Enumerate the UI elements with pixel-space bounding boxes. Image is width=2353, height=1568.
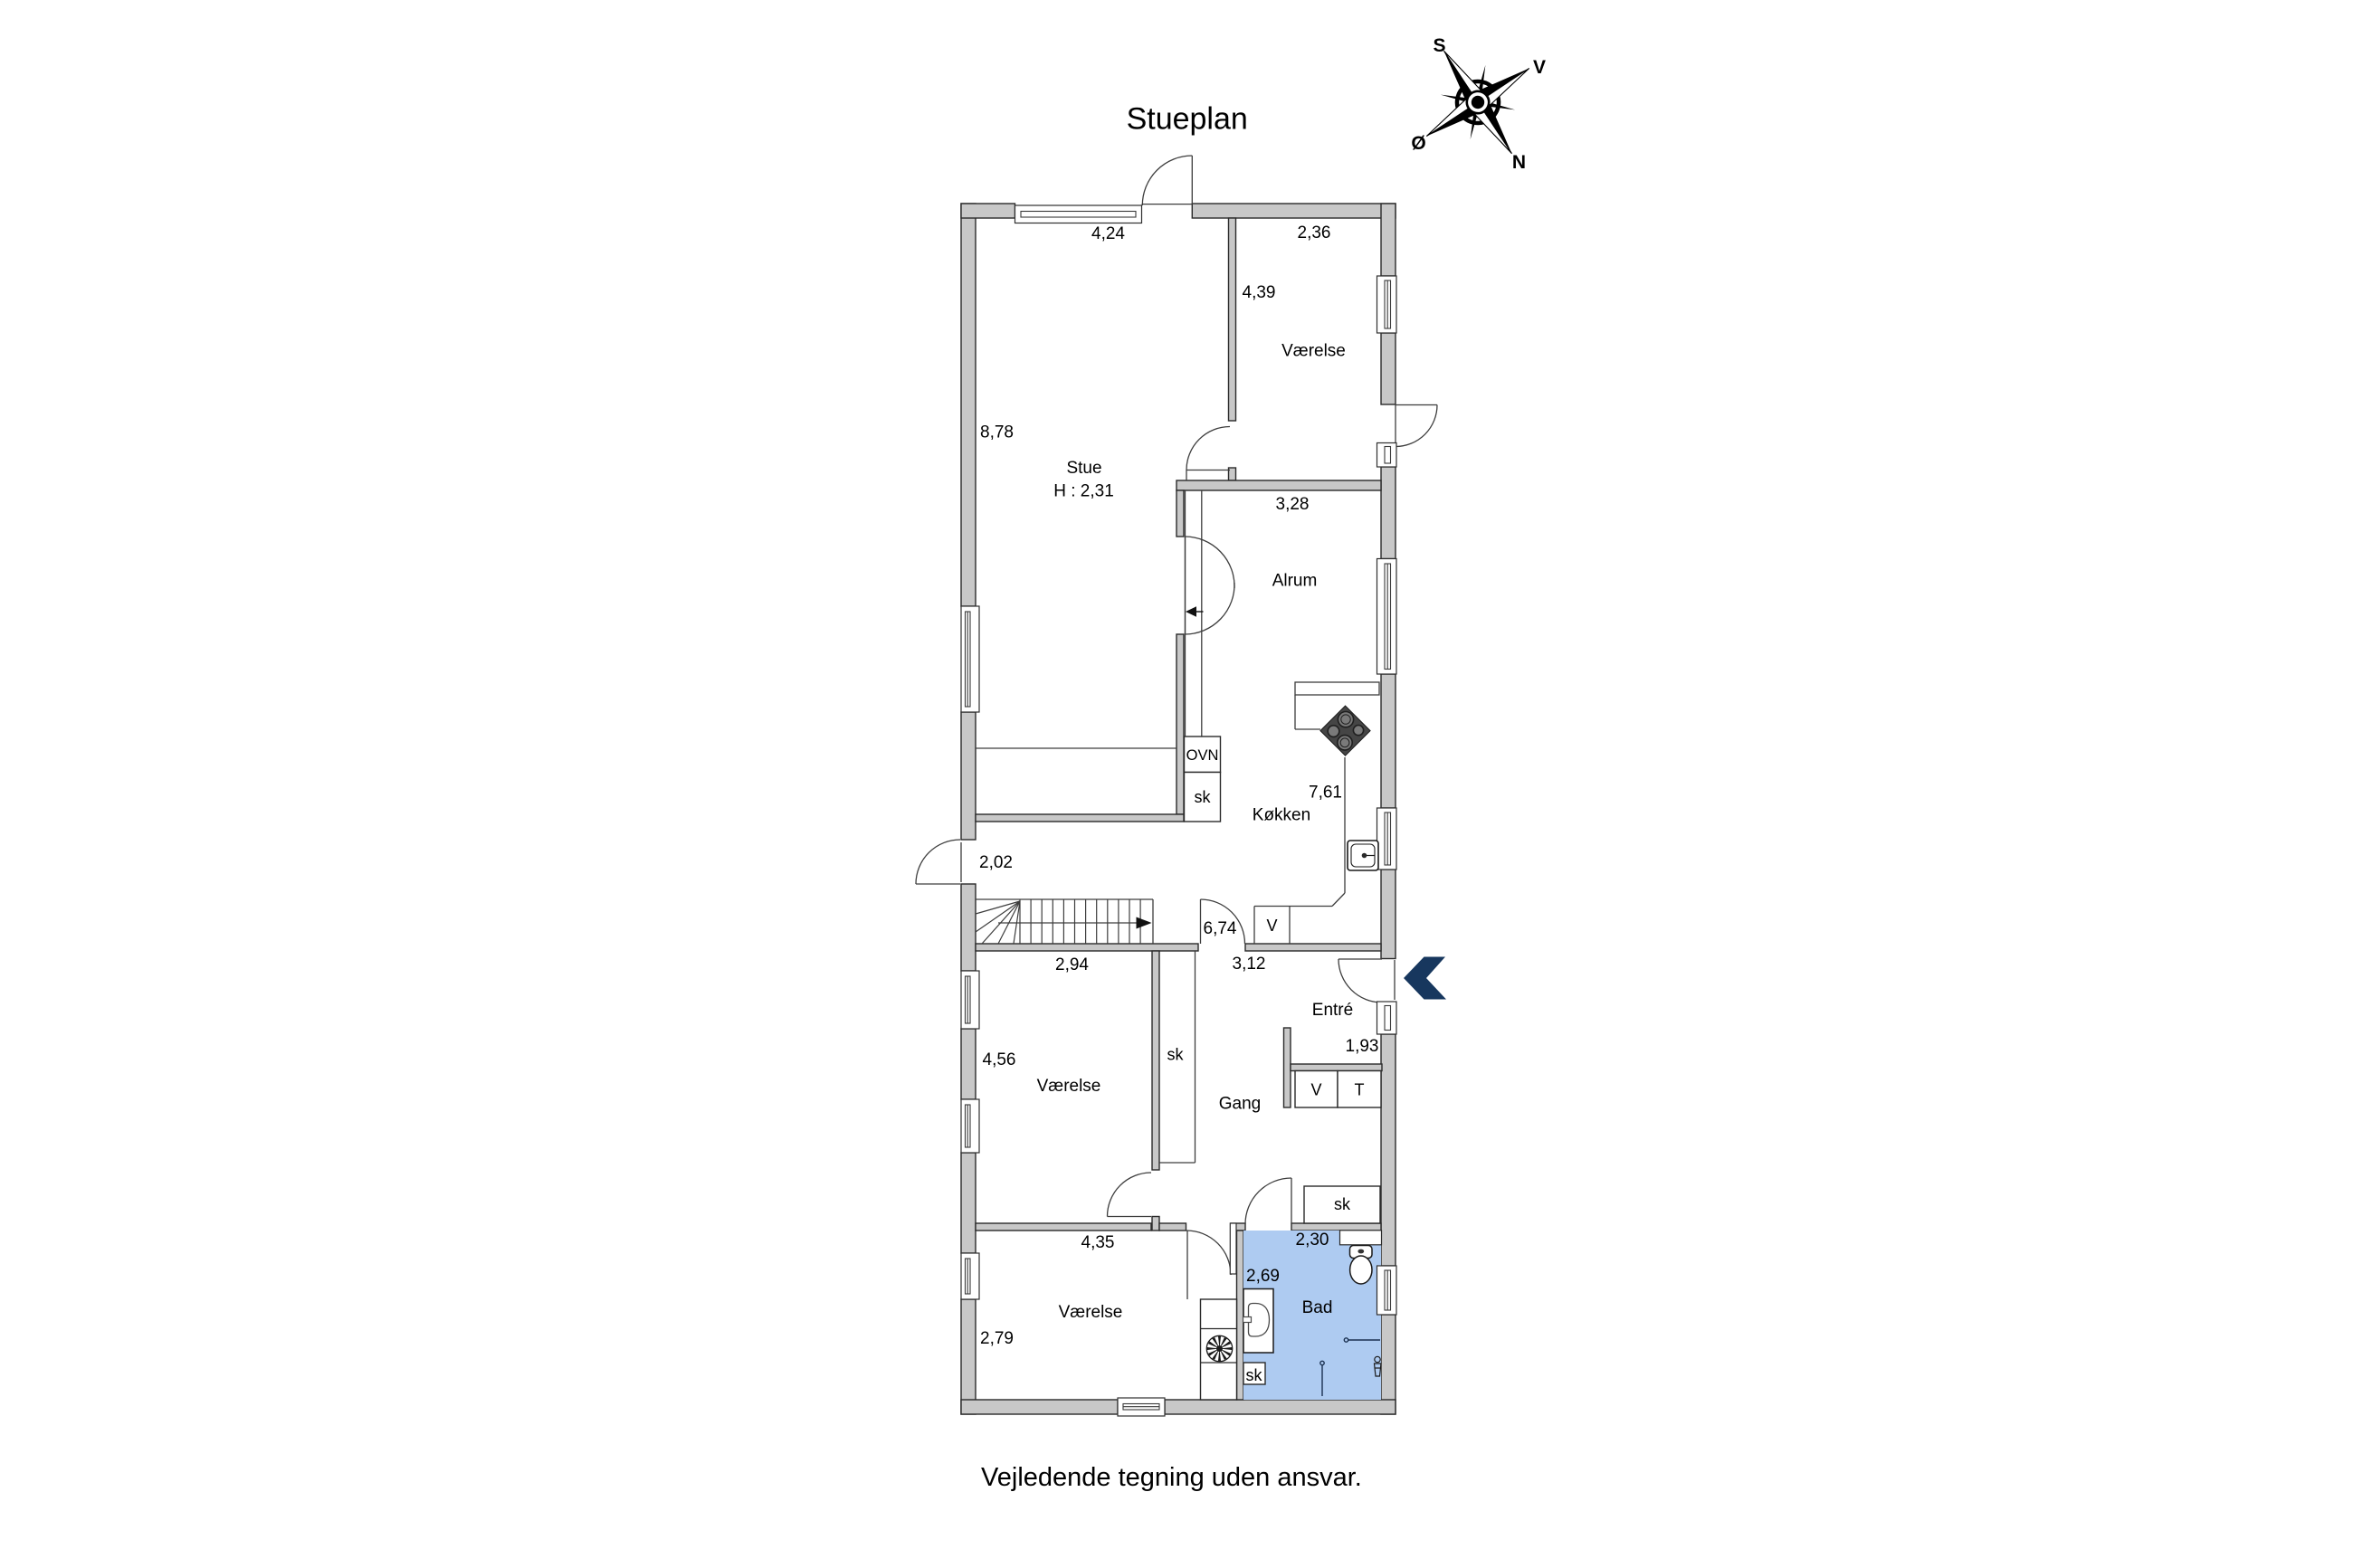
svg-text:Ø: Ø — [1411, 133, 1425, 154]
svg-text:2,79: 2,79 — [980, 1329, 1014, 1348]
svg-text:2,30: 2,30 — [1296, 1231, 1329, 1250]
svg-text:4,56: 4,56 — [983, 1050, 1016, 1069]
svg-text:4,35: 4,35 — [1081, 1233, 1115, 1252]
svg-text:sk: sk — [1167, 1046, 1185, 1064]
svg-text:T: T — [1355, 1081, 1365, 1099]
svg-text:S: S — [1433, 35, 1445, 56]
svg-text:2,69: 2,69 — [1246, 1267, 1280, 1286]
svg-text:H : 2,31: H : 2,31 — [1053, 482, 1114, 501]
svg-text:sk: sk — [1246, 1366, 1263, 1384]
svg-text:2,36: 2,36 — [1298, 223, 1331, 242]
svg-text:4,39: 4,39 — [1243, 283, 1276, 302]
svg-text:3,12: 3,12 — [1233, 955, 1266, 974]
svg-text:Stueplan: Stueplan — [1127, 102, 1248, 137]
svg-text:Entré: Entré — [1312, 1001, 1353, 1020]
svg-text:2,94: 2,94 — [1055, 955, 1089, 974]
svg-text:OVN: OVN — [1186, 747, 1219, 764]
svg-text:1,93: 1,93 — [1346, 1037, 1379, 1056]
svg-text:N: N — [1512, 152, 1526, 173]
svg-text:sk: sk — [1334, 1195, 1351, 1213]
svg-text:V: V — [1533, 57, 1546, 78]
svg-text:Værelse: Værelse — [1281, 342, 1346, 361]
svg-text:8,78: 8,78 — [980, 423, 1014, 442]
svg-text:Bad: Bad — [1302, 1298, 1333, 1317]
svg-text:4,24: 4,24 — [1091, 224, 1125, 243]
svg-text:V: V — [1266, 917, 1277, 935]
svg-text:Vejledende tegning uden ansvar: Vejledende tegning uden ansvar. — [981, 1463, 1362, 1492]
svg-text:Stue: Stue — [1066, 459, 1101, 478]
svg-text:Køkken: Køkken — [1253, 806, 1310, 825]
svg-text:Værelse: Værelse — [1037, 1077, 1101, 1096]
svg-text:6,74: 6,74 — [1204, 919, 1237, 938]
svg-text:Gang: Gang — [1219, 1095, 1261, 1114]
svg-text:7,61: 7,61 — [1309, 784, 1342, 803]
svg-text:Alrum: Alrum — [1272, 572, 1318, 591]
svg-text:sk: sk — [1195, 788, 1212, 806]
svg-text:Værelse: Værelse — [1059, 1303, 1123, 1322]
svg-text:3,28: 3,28 — [1276, 495, 1310, 514]
svg-text:2,02: 2,02 — [979, 853, 1013, 872]
svg-text:V: V — [1310, 1081, 1321, 1099]
